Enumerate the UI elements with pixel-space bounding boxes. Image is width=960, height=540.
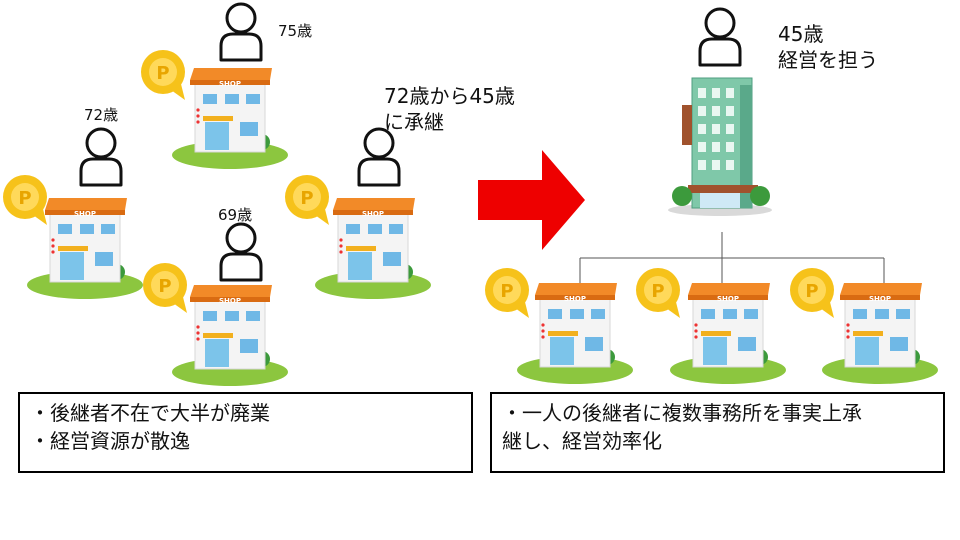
badge-letter: P xyxy=(158,276,171,297)
shop-sign: SHOP xyxy=(717,295,739,303)
office-building-icon xyxy=(668,77,772,216)
person-icon xyxy=(219,222,263,282)
before-notes-box: ・後継者不在で大半が廃業 ・経営資源が散逸 xyxy=(18,392,473,473)
person-icon xyxy=(357,127,401,187)
badge-letter: P xyxy=(156,63,169,84)
shop-sign: SHOP xyxy=(869,295,891,303)
successor-role-label: 経営を担う xyxy=(778,48,878,72)
person-icon xyxy=(219,2,263,62)
person-icon xyxy=(79,127,123,187)
badge-letter: P xyxy=(651,281,664,302)
shop-sign: SHOP xyxy=(362,210,384,218)
after-notes-box: ・一人の後継者に複数事務所を事実上承 継し、経営効率化 xyxy=(490,392,945,473)
note-line: ・後継者不在で大半が廃業 xyxy=(30,401,270,425)
org-connector-lines xyxy=(579,232,885,285)
note-line: ・経営資源が散逸 xyxy=(30,429,190,453)
badge-letter: P xyxy=(500,281,513,302)
right-arrow-icon xyxy=(478,150,585,250)
note-line: ・一人の後継者に複数事務所を事実上承 xyxy=(502,401,862,425)
age-label-left: 72歳 xyxy=(84,106,119,124)
shop-sign: SHOP xyxy=(219,297,241,305)
succession-label-line2: に承継 xyxy=(384,110,444,134)
age-label-top: 75歳 xyxy=(278,22,313,40)
badge-letter: P xyxy=(805,281,818,302)
age-label-bottom: 69歳 xyxy=(218,206,253,224)
note-line: 継し、経営効率化 xyxy=(502,429,662,453)
shop-sign: SHOP xyxy=(564,295,586,303)
shop-sign: SHOP xyxy=(74,210,96,218)
shop-sign: SHOP xyxy=(219,80,241,88)
badge-letter: P xyxy=(300,188,313,209)
badge-letter: P xyxy=(18,188,31,209)
successor-age-label: 45歳 xyxy=(778,22,824,46)
succession-label-line1: 72歳から45歳 xyxy=(384,84,515,108)
person-icon xyxy=(698,7,742,67)
